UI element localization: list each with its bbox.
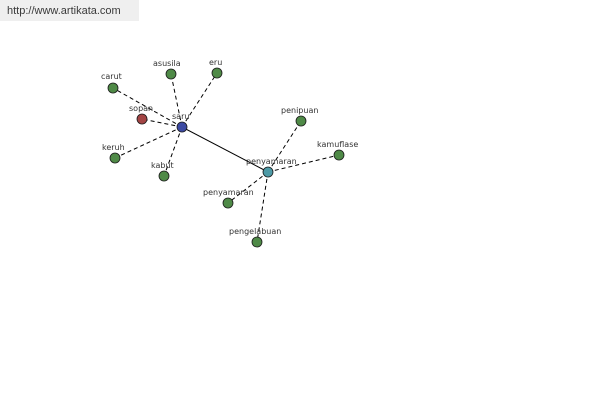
edge-saru-kabut <box>163 126 183 177</box>
node-label-sopan: sopan <box>129 104 153 113</box>
node-dot-saru[interactable] <box>176 121 188 133</box>
node-dot-penyamaran2[interactable] <box>222 197 234 209</box>
edge-saru-eru <box>181 72 218 128</box>
node-dot-penyamaran[interactable] <box>262 166 274 178</box>
node-sopan[interactable]: sopan <box>129 104 153 125</box>
node-kabut[interactable]: kabut <box>151 161 174 182</box>
edge-saru-asusila <box>170 73 183 128</box>
edge-saru-penyamaran <box>181 126 269 173</box>
node-label-pengelabuan: pengelabuan <box>229 227 281 236</box>
edge-saru-carut <box>112 87 183 128</box>
edges-layer <box>112 72 340 243</box>
node-label-penipuan: penipuan <box>281 106 318 115</box>
node-label-kamuflase: kamuflase <box>317 140 358 149</box>
node-label-carut: carut <box>101 72 122 81</box>
node-dot-kamuflase[interactable] <box>333 149 345 161</box>
node-eru[interactable]: eru <box>209 58 223 79</box>
edge-saru-keruh <box>114 126 183 159</box>
node-label-saru: saru <box>172 112 189 121</box>
node-dot-carut[interactable] <box>107 82 119 94</box>
site-url[interactable]: http://www.artikata.com <box>7 4 121 17</box>
node-label-asusila: asusila <box>153 59 181 68</box>
node-asusila[interactable]: asusila <box>153 59 181 80</box>
node-carut[interactable]: carut <box>101 72 122 94</box>
node-saru[interactable]: saru <box>172 112 189 133</box>
node-dot-keruh[interactable] <box>109 152 121 164</box>
node-penyamaran2[interactable]: penyamaran <box>203 188 254 209</box>
node-dot-asusila[interactable] <box>165 68 177 80</box>
edge-penyamaran-penipuan <box>267 120 302 173</box>
node-pengelabuan[interactable]: pengelabuan <box>229 227 281 248</box>
node-dot-kabut[interactable] <box>158 170 170 182</box>
node-kamuflase[interactable]: kamuflase <box>317 140 358 161</box>
edge-penyamaran-penyamaran2 <box>227 171 269 204</box>
node-penipuan[interactable]: penipuan <box>281 106 318 127</box>
node-label-kabut: kabut <box>151 161 174 170</box>
nodes-layer: saru penyamaran carut asusila eru sopan keruh k… <box>101 58 358 248</box>
node-dot-eru[interactable] <box>211 67 223 79</box>
node-label-penyamaran2: penyamaran <box>203 188 254 197</box>
node-penyamaran[interactable]: penyamaran <box>246 157 297 178</box>
edge-penyamaran-pengelabuan <box>256 171 269 243</box>
url-bar: http://www.artikata.com <box>0 0 139 21</box>
node-label-keruh: keruh <box>102 143 125 152</box>
node-dot-penipuan[interactable] <box>295 115 307 127</box>
node-keruh[interactable]: keruh <box>102 143 125 164</box>
node-dot-pengelabuan[interactable] <box>251 236 263 248</box>
node-dot-sopan[interactable] <box>136 113 148 125</box>
edge-penyamaran-kamuflase <box>267 154 340 173</box>
node-label-penyamaran: penyamaran <box>246 157 297 166</box>
node-label-eru: eru <box>209 58 222 67</box>
